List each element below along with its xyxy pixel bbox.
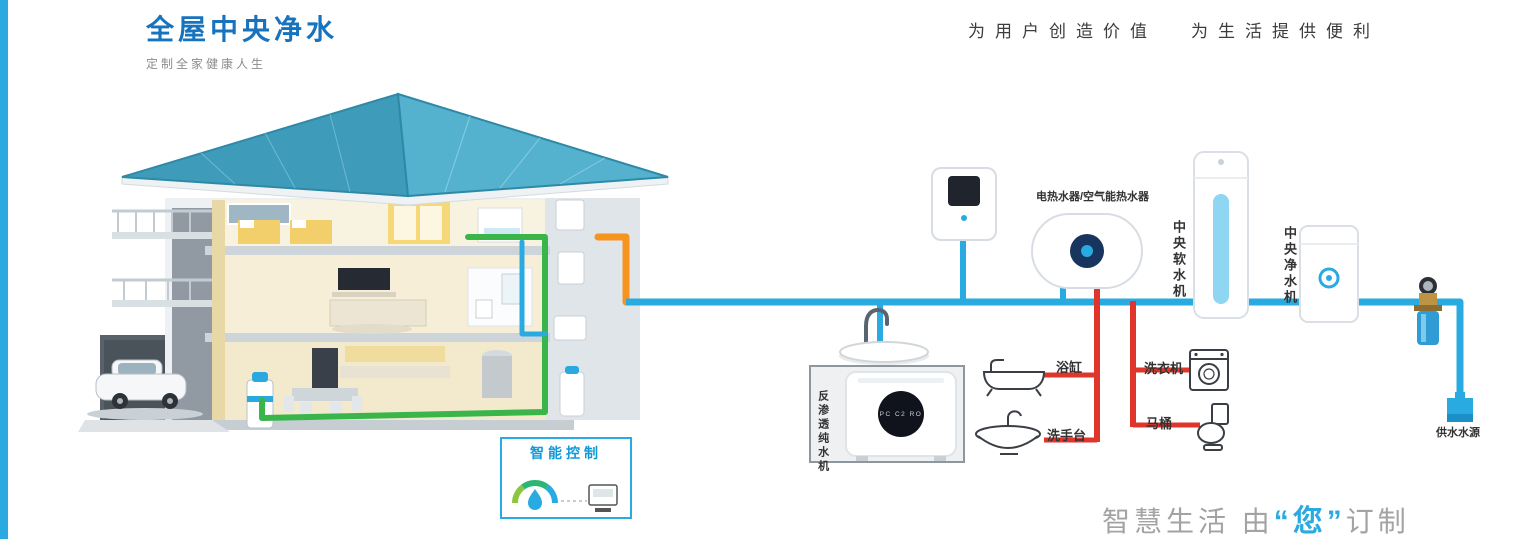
toilet-icon	[1197, 403, 1229, 451]
water-source-tank	[1447, 392, 1473, 422]
toilet-label: 马桶	[1146, 416, 1173, 431]
smart-control-panel: 智能控制	[500, 437, 632, 519]
house-terrace	[112, 209, 212, 307]
control-terminal-icon	[587, 484, 618, 512]
header: 全屋中央净水 定制全家健康人生	[146, 8, 338, 72]
footer-highlight: “您”	[1273, 505, 1346, 538]
ro-machine: PC C2 RO	[809, 365, 965, 463]
heater-label: 电热水器/空气能热水器	[1036, 191, 1150, 203]
ro-label: 反渗透纯水机	[816, 390, 829, 474]
house-illustration	[78, 92, 669, 432]
purifier-label: 中央净水机	[1281, 226, 1297, 306]
house-green-pipe	[259, 234, 548, 421]
hot-water-lines	[1044, 282, 1200, 443]
water-heater-device	[1031, 213, 1143, 289]
gauge-icon	[511, 480, 558, 510]
bathtub-label: 浴缸	[1056, 360, 1083, 375]
central-purifier-device	[1299, 225, 1359, 323]
wall-purifier-device	[931, 167, 997, 241]
house-blue-pipe	[519, 239, 548, 337]
washing-machine-icon	[1189, 349, 1229, 391]
smart-control-graphic	[511, 480, 618, 512]
house-roof	[121, 92, 669, 206]
ro-display-text: PC C2 RO	[880, 411, 923, 418]
smart-control-title: 智能控制	[530, 445, 602, 461]
source-label: 供水水源	[1436, 427, 1480, 439]
central-softener-device	[1193, 151, 1249, 319]
slogan-right: 为生活提供便利	[1191, 22, 1380, 41]
house-orange-pipe	[594, 233, 630, 306]
washer-label: 洗衣机	[1144, 361, 1184, 376]
washbasin-label: 洗手台	[1047, 428, 1087, 443]
bathtub-icon	[982, 359, 1046, 397]
footer-slogan: 智慧生活 由“您”订制	[1102, 496, 1410, 539]
ro-faucet	[864, 307, 889, 348]
slogan-left: 为用户创造价值	[968, 22, 1157, 41]
prefilter-device	[1414, 277, 1442, 345]
house-furniture-floor1	[284, 346, 512, 416]
softener-label: 中央软水机	[1170, 220, 1186, 300]
house-car	[87, 359, 203, 420]
left-accent-bar	[0, 0, 8, 539]
washbasin-icon	[975, 410, 1041, 455]
footer-prefix: 智慧生活 由	[1102, 506, 1274, 537]
page-title: 全屋中央净水	[146, 14, 339, 45]
house-wall-appliances	[553, 199, 587, 417]
ro-basin	[839, 341, 929, 365]
slogans: 为用户创造价值 为生活提供便利	[968, 17, 1380, 42]
page-subtitle: 定制全家健康人生	[146, 57, 267, 71]
footer-suffix: 订制	[1345, 506, 1410, 537]
